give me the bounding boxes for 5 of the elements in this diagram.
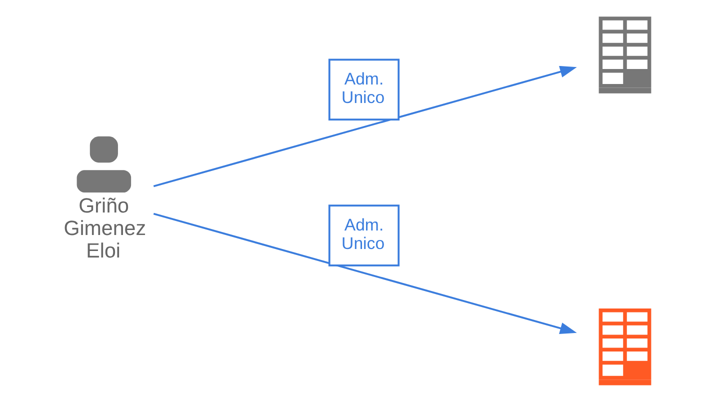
arrow [153,66,577,188]
arrow [153,212,577,334]
node-label: Griño Gimenez Eloi [64,194,146,263]
edge-label: Adm. Unico [342,69,385,108]
edge-label: Adm. Unico [342,215,385,254]
